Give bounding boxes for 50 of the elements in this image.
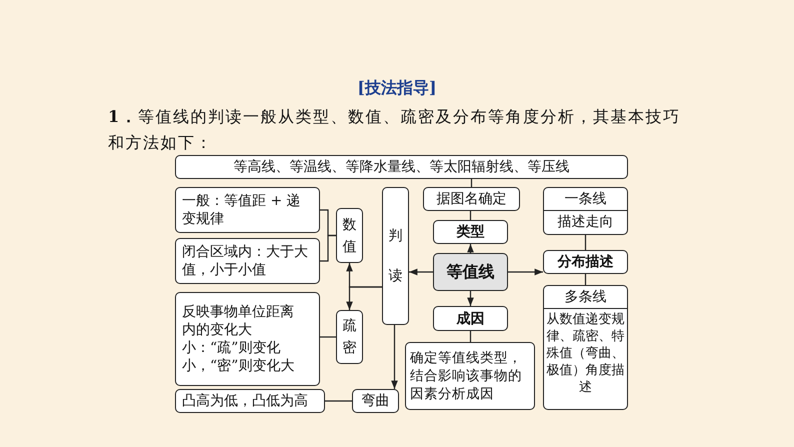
box-text: 据图名确定 bbox=[436, 190, 506, 208]
box-text: 从数值递变规律、疏密、特殊值（弯曲、极值）角度描述 bbox=[546, 311, 625, 396]
arrow bbox=[391, 325, 398, 389]
intro-paragraph: 1．等值线的判读一般从类型、数值、疏密及分布等角度分析，其基本技巧和方法如下： bbox=[108, 106, 682, 154]
topic-box bbox=[433, 220, 508, 244]
box-text: 描述走向 bbox=[556, 213, 614, 231]
connector-line bbox=[584, 235, 586, 250]
box-text: 一般：等值距 + 递变规律 bbox=[181, 192, 302, 228]
box-heading: 多条线 bbox=[564, 288, 608, 306]
topic-box bbox=[543, 250, 628, 274]
box-text: 确定等值线类型，结合影响该事物的因素分析成因 bbox=[409, 349, 523, 403]
central-box bbox=[433, 253, 508, 291]
box-text: 闭合区域内：大于大值，小于小值 bbox=[181, 243, 309, 279]
connector-line bbox=[320, 234, 336, 262]
box-text: 等值线 bbox=[446, 263, 494, 281]
heading: [技法指导] bbox=[356, 78, 438, 99]
note-box bbox=[423, 187, 520, 211]
box-heading: 一条线 bbox=[564, 190, 608, 208]
box-text: 凸高为低，凸低为高 bbox=[181, 392, 309, 410]
box-text: 类型 bbox=[456, 223, 484, 241]
arrow bbox=[467, 244, 474, 253]
box-text: 反映事物单位距离内的变化大小：“疏”则变化小，“密”则变化大 bbox=[181, 303, 296, 375]
arrow bbox=[409, 268, 433, 276]
connector-line bbox=[320, 336, 336, 338]
arrow bbox=[346, 286, 382, 310]
connector-line bbox=[584, 274, 586, 285]
box-text: 弯曲 bbox=[362, 392, 390, 410]
box-text: 等高线、等温线、等降水量线、等太阳辐射线、等压线 bbox=[234, 158, 570, 176]
note-box bbox=[175, 238, 320, 284]
topic-box bbox=[336, 208, 363, 263]
topic-box bbox=[382, 187, 409, 325]
connector-line bbox=[325, 400, 352, 402]
note-box bbox=[543, 285, 628, 410]
connector-line bbox=[470, 331, 472, 342]
box-text: 数值 bbox=[342, 216, 356, 256]
note-box bbox=[405, 342, 535, 410]
note-box bbox=[175, 389, 325, 413]
note-box bbox=[175, 292, 320, 386]
note-box bbox=[175, 187, 320, 233]
topic-box bbox=[336, 310, 363, 364]
box-text: 判读 bbox=[388, 227, 402, 286]
topic-box bbox=[433, 306, 508, 331]
box-text: 分布描述 bbox=[558, 253, 614, 271]
note-box bbox=[543, 187, 628, 235]
arrow bbox=[508, 268, 543, 276]
box-text: 疏密 bbox=[342, 317, 356, 358]
category-box bbox=[175, 155, 628, 179]
arrow bbox=[467, 291, 474, 306]
box-text: 成因 bbox=[456, 310, 484, 328]
topic-box bbox=[352, 389, 399, 413]
